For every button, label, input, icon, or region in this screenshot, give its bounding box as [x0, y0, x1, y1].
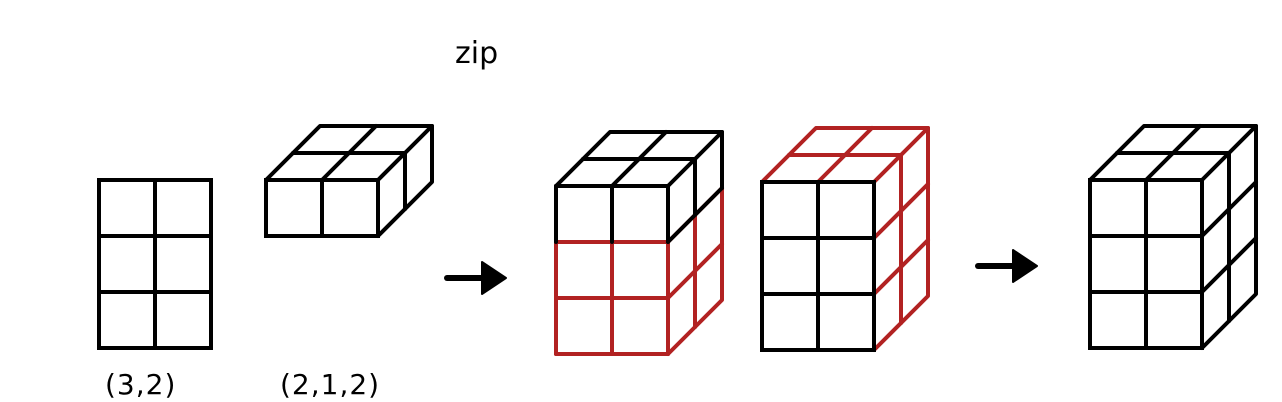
shape-label-a: (3,2)	[105, 368, 177, 401]
right-arrow-icon	[975, 249, 1038, 283]
broadcast-cube-b-red-part	[760, 126, 930, 352]
result-cube	[1088, 124, 1258, 350]
broadcast-cube-a-red-part	[554, 186, 724, 356]
broadcast-cube-b-black-front	[760, 180, 876, 352]
array-3x2-grid	[97, 178, 213, 350]
broadcast-cube-a	[554, 130, 724, 356]
array-2x1x2-box	[264, 124, 434, 238]
shape-label-b: (2,1,2)	[280, 368, 381, 401]
diagram-title: zip	[455, 36, 499, 71]
right-arrow-icon	[444, 261, 507, 295]
broadcast-cube-a-black-part	[554, 130, 724, 244]
broadcast-cube-b	[760, 126, 930, 352]
